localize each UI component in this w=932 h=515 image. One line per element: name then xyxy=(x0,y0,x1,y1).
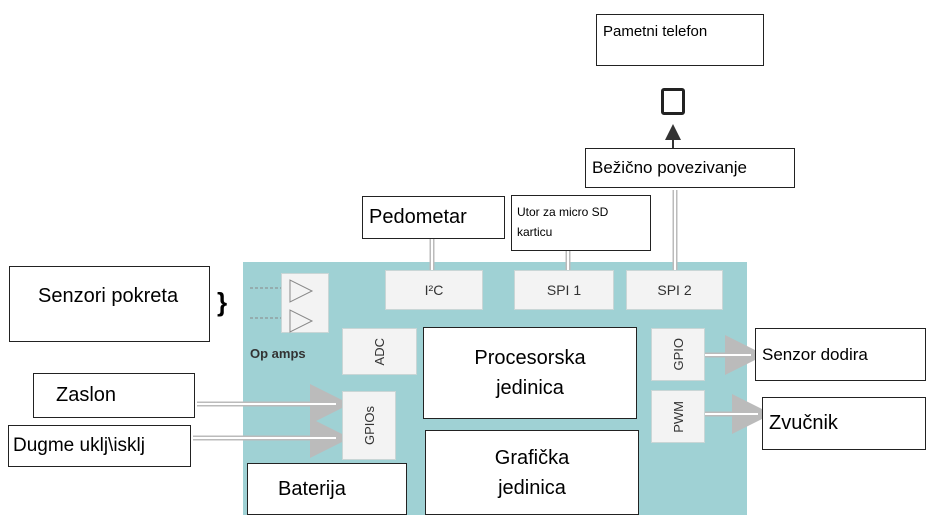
wireless-label: Bežično povezivanje xyxy=(592,158,747,177)
gpios-block: GPIOs xyxy=(342,391,396,460)
power-button-box: Dugme uklj\isklj xyxy=(8,425,191,467)
pedometer-box: Pedometar xyxy=(362,196,505,239)
adc-label: ADC xyxy=(372,337,387,366)
adc-block: ADC xyxy=(342,328,417,375)
touch-sensor-label: Senzor dodira xyxy=(762,344,868,364)
pwm-block: PWM xyxy=(651,390,705,443)
opamps-label: Op amps xyxy=(250,346,306,361)
battery-block: Baterija xyxy=(247,463,407,515)
display-label: Zaslon xyxy=(56,384,117,406)
gpios-label: GPIOs xyxy=(361,405,377,445)
cpu-label-line1: Procesorska xyxy=(474,347,586,369)
gpu-label-line1: Grafička xyxy=(494,446,570,469)
spi2-label: SPI 2 xyxy=(657,282,692,298)
pedometer-label: Pedometar xyxy=(369,206,467,228)
display-box: Zaslon xyxy=(33,373,195,418)
speaker-label: Zvučnik xyxy=(769,412,838,434)
cpu-label-line2: jedinica xyxy=(496,377,564,399)
gpio-block: GPIO xyxy=(651,328,705,381)
motion-sensors-brace: } xyxy=(217,287,228,317)
sd-slot-label-line2: karticu xyxy=(517,225,553,239)
power-button-label: Dugme uklj\isklj xyxy=(13,435,145,456)
motion-sensors-box: Senzori pokreta xyxy=(9,266,210,342)
gpu-block: Grafička jedinica xyxy=(425,430,639,515)
motion-sensors-label: Senzori pokreta xyxy=(38,285,179,307)
battery-label: Baterija xyxy=(278,477,346,500)
opamp-triangles-icon xyxy=(289,279,314,333)
sd-slot-box: Utor za micro SD karticu xyxy=(511,195,651,251)
gpu-label-line2: jedinica xyxy=(498,476,566,499)
pwm-label: PWM xyxy=(670,400,686,433)
spi2-block: SPI 2 xyxy=(626,270,723,310)
wireless-box: Bežično povezivanje xyxy=(585,148,795,188)
i2c-label: I²C xyxy=(424,282,444,298)
spi1-label: SPI 1 xyxy=(546,282,582,298)
phone-icon xyxy=(661,88,685,115)
speaker-box: Zvučnik xyxy=(762,397,926,450)
smartphone-label: Pametni telefon xyxy=(603,23,708,40)
sd-slot-label-line1: Utor za micro SD xyxy=(517,205,609,219)
smartphone-box: Pametni telefon xyxy=(596,14,764,66)
cpu-block: Procesorska jedinica xyxy=(423,327,637,419)
opamps-block xyxy=(281,273,329,333)
i2c-block: I²C xyxy=(385,270,483,310)
spi1-block: SPI 1 xyxy=(514,270,614,310)
touch-sensor-box: Senzor dodira xyxy=(755,328,926,381)
gpio-label: GPIO xyxy=(670,338,686,371)
